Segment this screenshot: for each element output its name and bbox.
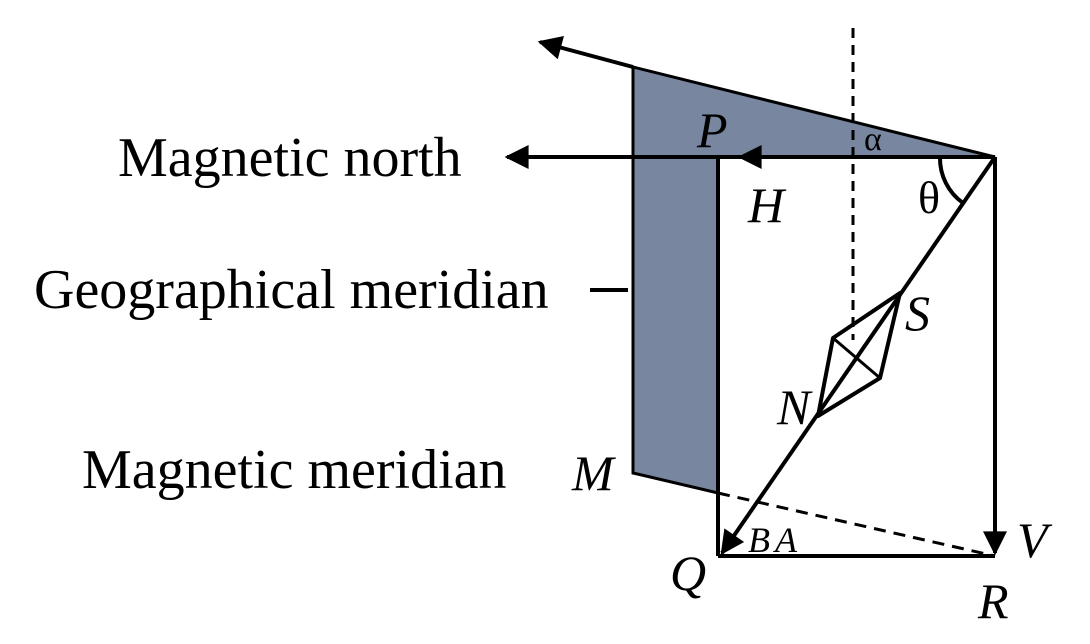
point-q-label: Q <box>670 545 706 601</box>
theta-angle-label: θ <box>918 172 940 223</box>
theta-arc <box>937 156 965 205</box>
point-p-label: P <box>696 102 728 158</box>
resultant-field-arrow <box>720 155 997 555</box>
dashed-line-m-r <box>717 491 996 558</box>
needle-cross-1 <box>832 336 881 380</box>
dip-needle <box>816 291 902 418</box>
point-m-label: M <box>571 445 616 501</box>
magnetic-meridian-plane <box>631 65 996 495</box>
needle-n-label: N <box>776 379 813 435</box>
h-component-label: H <box>747 177 787 233</box>
point-b-label: B <box>748 520 770 560</box>
meridian-top-arrow <box>537 36 634 69</box>
magnetic-north-label: Magnetic north <box>118 127 462 189</box>
magnetic-meridian-label: Magnetic meridian <box>82 439 507 501</box>
needle-s-label: S <box>905 285 930 341</box>
geographical-meridian-label: Geographical meridian <box>34 259 549 321</box>
point-r-label: R <box>977 573 1009 629</box>
point-a-label: A <box>773 520 798 560</box>
vertical-v-label: V <box>1017 512 1053 568</box>
alpha-angle-label: α <box>864 121 882 158</box>
